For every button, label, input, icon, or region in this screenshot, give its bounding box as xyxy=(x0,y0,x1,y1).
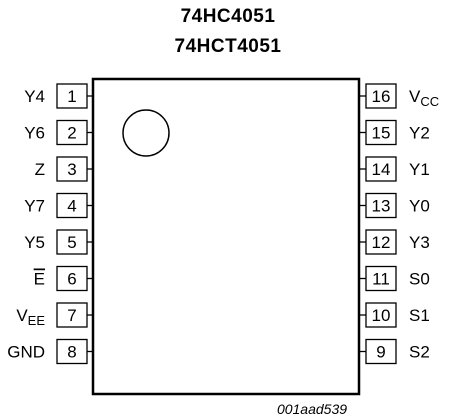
pin-number: 1 xyxy=(67,87,76,106)
pin-7: 7 VEE xyxy=(16,302,93,328)
pin-number: 12 xyxy=(372,233,391,252)
pin-11: 11 S0 xyxy=(359,265,430,292)
pin-label: Y7 xyxy=(24,197,45,216)
pin-number: 5 xyxy=(67,233,76,252)
pin-label: S2 xyxy=(409,343,430,362)
pin-number: 8 xyxy=(67,343,76,362)
pin-number: 9 xyxy=(376,343,385,362)
pin-label: Y5 xyxy=(24,233,45,252)
pin-14: 14 Y1 xyxy=(359,156,430,182)
pin-15: 15 Y2 xyxy=(359,119,430,146)
pin-number: 7 xyxy=(67,306,76,325)
part-number-title: 74HC4051 xyxy=(180,6,276,27)
pin-3: 3Z xyxy=(35,156,93,182)
pin-4: 4 Y7 xyxy=(24,192,93,219)
pin-number: 6 xyxy=(67,270,76,289)
pin-label: Y0 xyxy=(409,197,430,216)
pin-number: 13 xyxy=(372,197,391,216)
pin-number: 4 xyxy=(67,197,76,216)
pin-number: 3 xyxy=(67,160,76,179)
pin-number: 14 xyxy=(372,160,391,179)
pin-number: 15 xyxy=(372,124,391,143)
pin-6: 6E xyxy=(34,265,93,292)
pin-label: Y2 xyxy=(409,124,430,143)
pin-number: 10 xyxy=(372,306,391,325)
pin-label: S0 xyxy=(409,270,430,289)
pin1-marker xyxy=(122,109,170,157)
pin-label: GND xyxy=(7,343,45,362)
pin-label: VCC xyxy=(409,87,439,109)
pin-label: Y4 xyxy=(24,87,45,106)
pin-5: 5 Y5 xyxy=(24,229,93,255)
pin-1: 1 Y4 xyxy=(24,83,93,109)
pin-label: Y6 xyxy=(24,124,45,143)
pin-label: Y1 xyxy=(409,160,430,179)
part-number-subtitle: 74HCT4051 xyxy=(174,36,282,57)
pin-number: 2 xyxy=(67,124,76,143)
right-pin-group: 16 VCC 15 Y2 14 Y1 13 Y0 12 Y3 11 S0 10 S1 9 S2 xyxy=(359,83,439,365)
drawing-reference: 001aad539 xyxy=(277,401,347,417)
pin-number: 16 xyxy=(372,87,391,106)
pin-16: 16 VCC xyxy=(359,83,439,109)
pin-13: 13 Y0 xyxy=(359,192,430,219)
pin-label: Z xyxy=(35,160,45,179)
ic-package-body xyxy=(91,77,361,396)
pin-8: 8 GND xyxy=(7,338,93,365)
pin-label: E xyxy=(34,270,45,289)
pin-number: 11 xyxy=(372,270,390,289)
pin-12: 12 Y3 xyxy=(359,229,430,255)
pin-label: S1 xyxy=(409,306,430,325)
pin-label: VEE xyxy=(16,306,45,328)
pin-label: Y3 xyxy=(409,233,430,252)
pin-2: 2 Y6 xyxy=(24,119,93,146)
pin-9: 9 S2 xyxy=(359,338,430,365)
pin-10: 10 S1 xyxy=(359,302,430,328)
